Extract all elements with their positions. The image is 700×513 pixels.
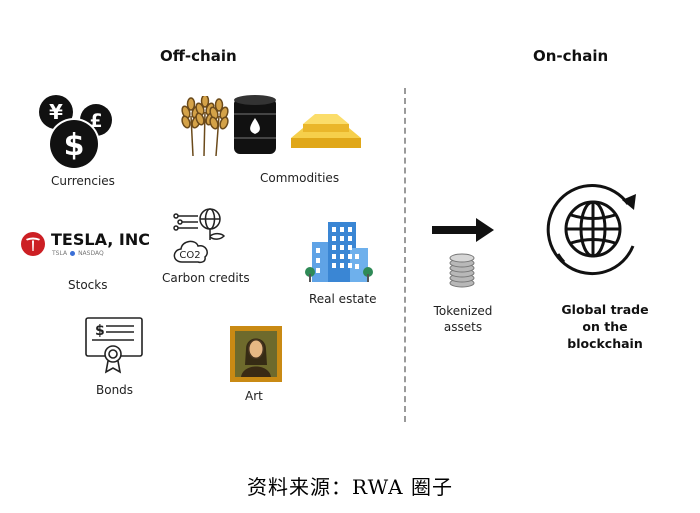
global-blockchain-icon (546, 184, 636, 276)
global-line-2: on the blockchain (567, 319, 643, 351)
chain-divider (404, 88, 406, 422)
global-trade-label: Global trade on the blockchain (545, 301, 665, 352)
tokenized-line-2: assets (443, 320, 483, 334)
stock-ticker: TSLA (52, 250, 68, 257)
currencies-label: Currencies (51, 174, 115, 188)
wheat-icon (181, 96, 229, 157)
tesla-logo-icon (21, 232, 45, 256)
bond-dollar-symbol: $ (95, 323, 105, 339)
yen-symbol: ¥ (49, 100, 63, 124)
bonds-label: Bonds (96, 383, 134, 397)
art-label: Art (245, 389, 263, 403)
commodities-label: Commodities (260, 171, 340, 185)
stocks-label: Stocks (68, 278, 108, 292)
oil-barrel-icon (234, 95, 276, 154)
us-flag-icon (70, 251, 76, 256)
off-chain-heading: Off-chain (160, 47, 237, 65)
dollar-symbol: $ (64, 128, 85, 163)
tokenized-line-1: Tokenized (433, 304, 493, 318)
stock-ticker-row: TSLA NASDAQ (52, 250, 104, 257)
on-chain-heading: On-chain (533, 47, 609, 65)
co2-text: CO2 (179, 250, 200, 261)
tesla-brand-text: TESLA, INC (51, 230, 150, 249)
stock-exchange: NASDAQ (78, 250, 104, 257)
bond-certificate-icon: $ (85, 317, 143, 374)
tokenized-assets-label: Tokenized assets (423, 303, 503, 335)
carbon-credits-icon: CO2 (173, 208, 226, 264)
gold-bars-icon (291, 114, 361, 148)
right-arrow-icon (432, 218, 494, 242)
source-caption: 资料来源：RWA 圈子 (247, 475, 453, 499)
painting-icon (230, 326, 282, 382)
carbon-credits-label: Carbon credits (162, 271, 250, 285)
currencies-icon: ¥ £ $ (39, 95, 112, 170)
real-estate-label: Real estate (309, 292, 377, 306)
global-line-1: Global trade (561, 302, 649, 317)
coin-stack-icon (449, 253, 475, 288)
buildings-icon (305, 222, 373, 282)
